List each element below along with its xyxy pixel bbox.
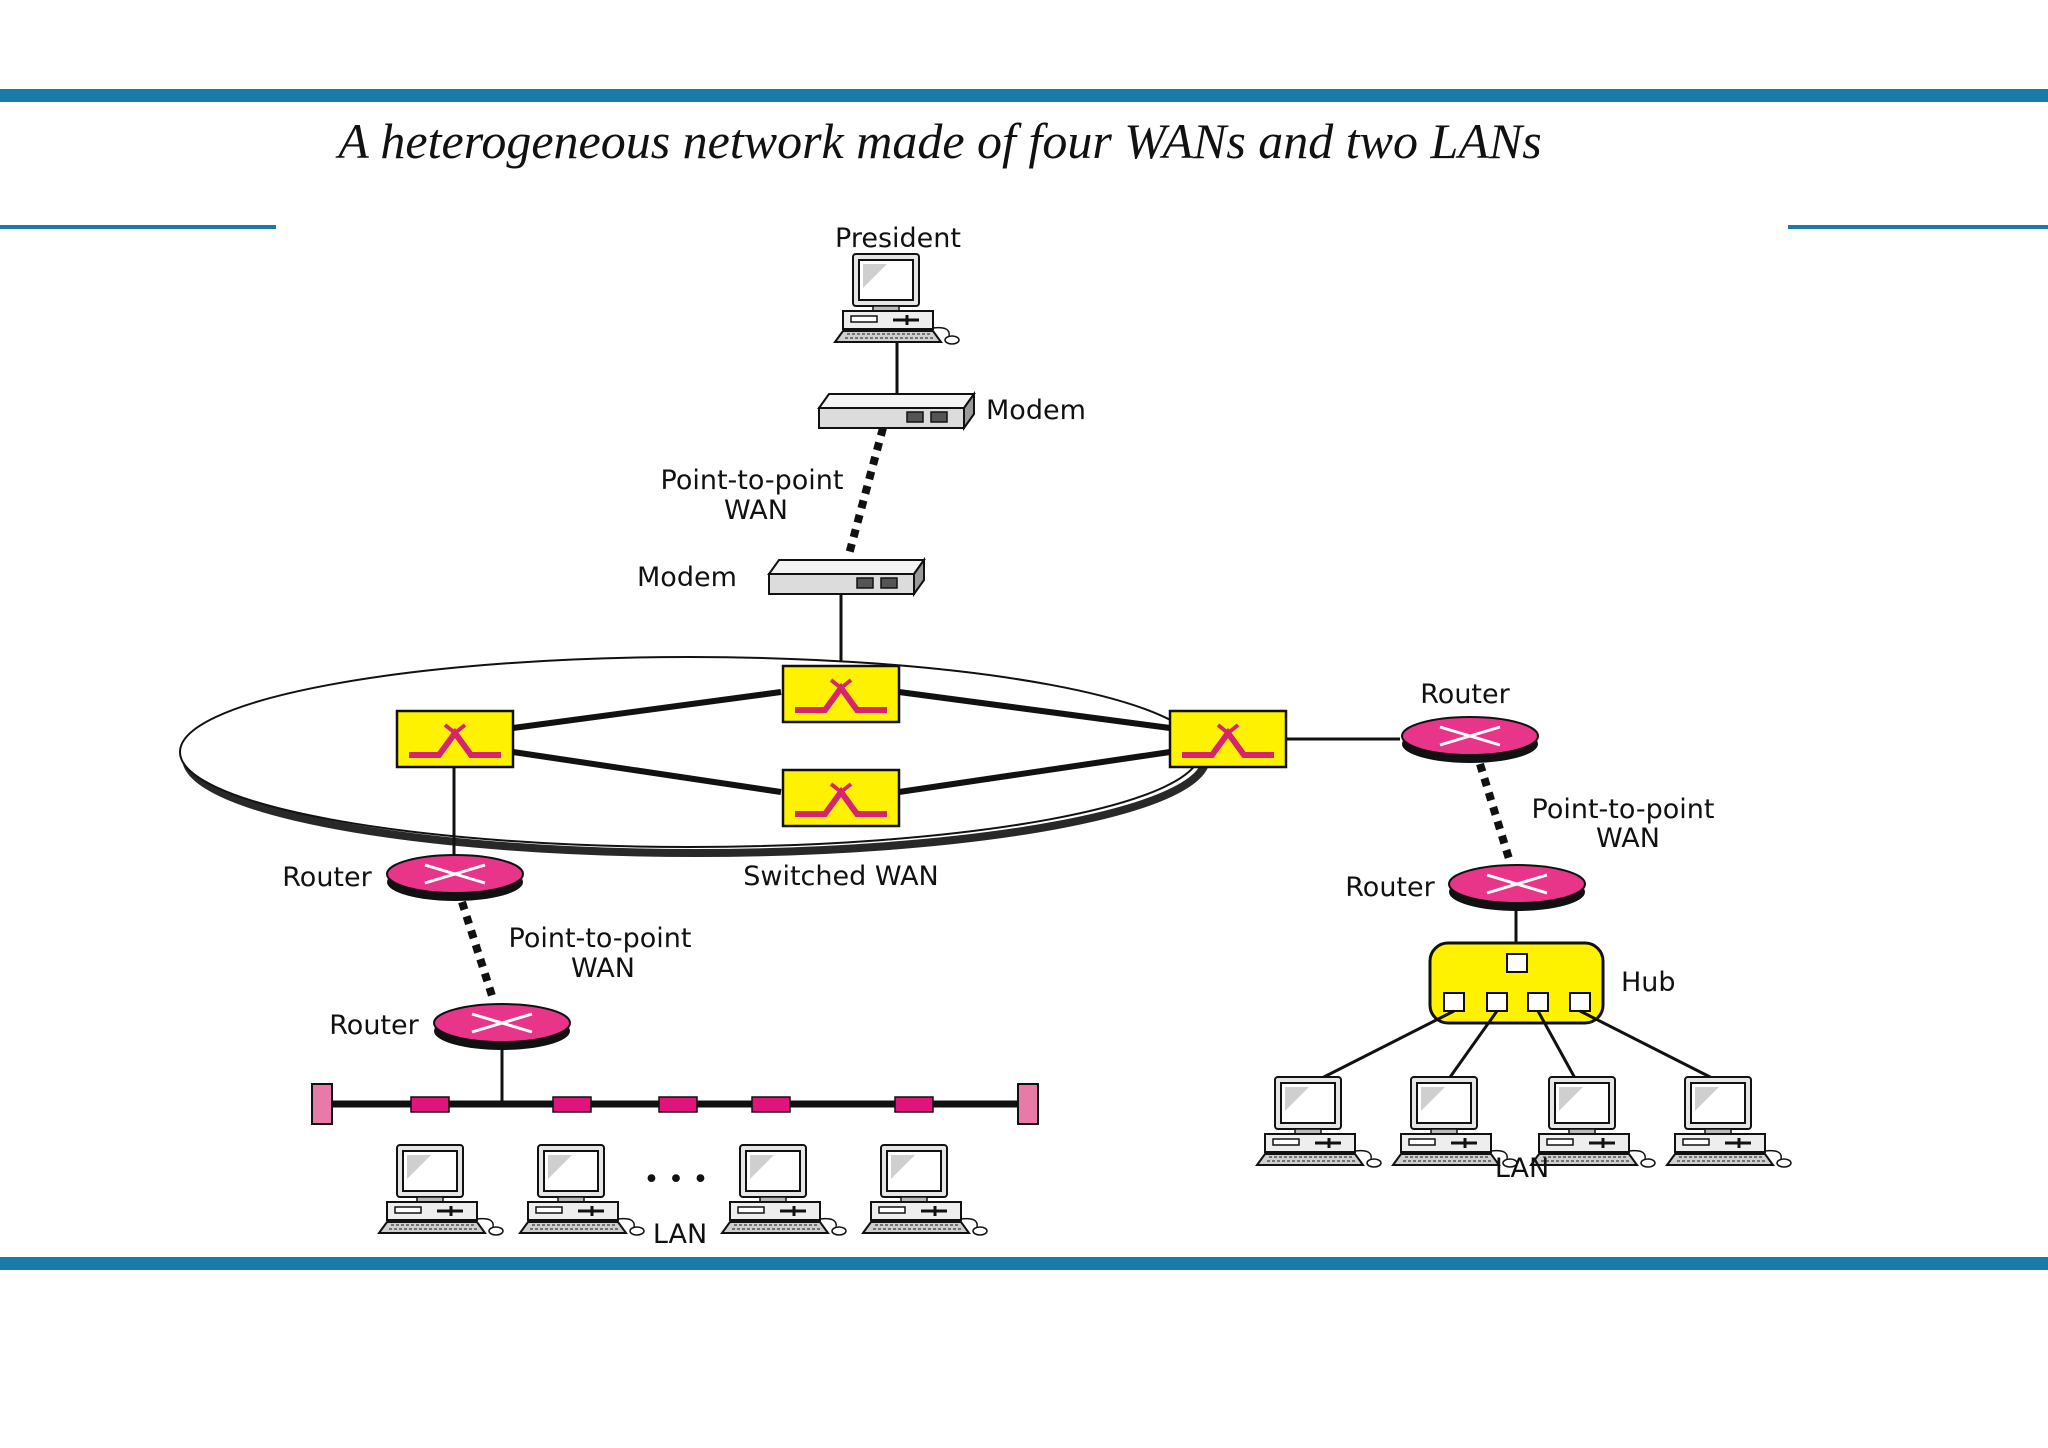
switch-link-top-right (898, 689, 1171, 731)
hub-pc4-link (1579, 1009, 1717, 1082)
lan-left-computer-4-icon (861, 1143, 989, 1237)
bus-terminator-left (311, 1083, 333, 1125)
switch-bottom-icon (783, 770, 899, 826)
hub-pc2-link (1446, 1010, 1499, 1081)
page-title: A heterogeneous network made of four WAN… (338, 113, 1542, 169)
switch-right-icon (1170, 711, 1286, 767)
router-right-top-label: Router (1420, 679, 1510, 710)
switch-link-left-top (512, 689, 782, 731)
switch-link-bottom-right (898, 749, 1171, 795)
lan-left-label: LAN (653, 1219, 707, 1250)
router-left-bottom-label: Router (329, 1010, 419, 1041)
router-right-top-icon (1400, 715, 1540, 765)
bus-tap-1 (410, 1096, 450, 1113)
switch-link-left-bottom (512, 749, 782, 795)
modem-bottom-icon (768, 559, 925, 595)
hub-port-2 (1486, 992, 1508, 1012)
router-right-bottom-label: Router (1345, 872, 1435, 903)
router-left-top-label: Router (282, 862, 372, 893)
bus-terminator-right (1017, 1083, 1039, 1125)
lan-right-computer-4-icon (1665, 1075, 1793, 1169)
router-left-bottom-icon (432, 1002, 572, 1052)
bus-tap-4 (751, 1096, 791, 1113)
switched-wan-label: Switched WAN (743, 861, 939, 892)
bus-tap-5 (894, 1096, 934, 1113)
president-computer-icon (833, 252, 961, 346)
bottom-rule (0, 1257, 2048, 1270)
point-to-point-link-right (1476, 762, 1514, 864)
point-to-point-link-left (458, 900, 498, 1004)
p2p-top-label-line2: WAN (724, 495, 788, 526)
lan-left-ellipsis: • • • (644, 1164, 709, 1195)
lan-left-computer-3-icon (720, 1143, 848, 1237)
bus-tap-2 (552, 1096, 592, 1113)
p2p-top-label-line1: Point-to-point (661, 465, 844, 496)
hub-port-4 (1569, 992, 1591, 1012)
modem-top-label: Modem (986, 395, 1086, 426)
bus-tap-3 (658, 1096, 698, 1113)
switch-top-icon (783, 666, 899, 722)
hub-uplink-port (1506, 953, 1528, 973)
point-to-point-link-top (844, 426, 887, 560)
router-left-top-icon (385, 853, 525, 903)
hub-icon (1428, 941, 1605, 1025)
top-rule (0, 89, 2048, 102)
modem-top-icon (818, 393, 975, 429)
p2p-right-label-line1: Point-to-point (1532, 794, 1715, 825)
left-accent-rule (0, 225, 276, 229)
lan-right-computer-1-icon (1255, 1075, 1383, 1169)
modem-bottom-label: Modem (637, 562, 737, 593)
lan-left-computer-1-icon (377, 1143, 505, 1237)
hub-port-3 (1527, 992, 1549, 1012)
president-label: President (835, 223, 961, 254)
router-right-bottom-icon (1447, 863, 1587, 913)
hub-pc1-link (1317, 1009, 1455, 1082)
hub-label: Hub (1621, 967, 1676, 998)
switched-wan-boundary (179, 656, 1201, 848)
hub-port-1 (1443, 992, 1465, 1012)
p2p-right-label-line2: WAN (1596, 823, 1660, 854)
lan-right-computer-3-icon (1529, 1075, 1657, 1169)
switch-left-icon (397, 711, 513, 767)
right-accent-rule (1788, 225, 2048, 229)
lan-left-computer-2-icon (518, 1143, 646, 1237)
p2p-left-label-line1: Point-to-point (509, 923, 692, 954)
lan-right-label: LAN (1495, 1153, 1549, 1184)
p2p-left-label-line2: WAN (571, 953, 635, 984)
hub-pc3-link (1536, 1010, 1578, 1081)
